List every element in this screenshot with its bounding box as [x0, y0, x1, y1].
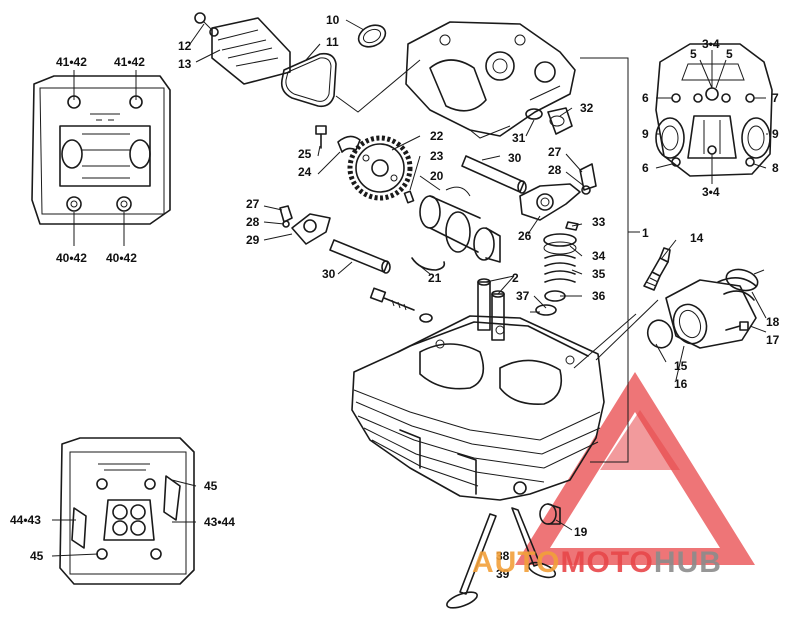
callout-6b: 6 — [642, 161, 649, 175]
callout-32: 32 — [580, 101, 594, 115]
bolt-17 — [725, 321, 749, 331]
callout-2: 2 — [512, 271, 519, 285]
callout-11: 11 — [326, 35, 339, 49]
callout-9a: 9 — [642, 127, 649, 141]
callout-labels: 12 13 10 11 32 31 22 23 20 25 24 30 27 2… — [10, 13, 780, 581]
callout-5a: 5 — [690, 47, 697, 61]
callout-12: 12 — [178, 39, 192, 53]
callout-4042b: 40•42 — [106, 251, 137, 265]
callout-34b: 3•4 — [702, 185, 720, 199]
callout-34: 34 — [592, 249, 606, 263]
watermark-triangle — [515, 372, 755, 565]
callout-30b: 30 — [322, 267, 336, 281]
callout-27a: 27 — [548, 145, 562, 159]
callout-33: 33 — [592, 215, 606, 229]
watermark-moto: MOTO — [560, 546, 653, 579]
callout-45b: 45 — [30, 549, 44, 563]
callout-26: 26 — [518, 229, 532, 243]
watermark-hub: HUB — [654, 546, 722, 579]
callout-4142b: 41•42 — [114, 55, 145, 69]
callout-18: 18 — [766, 315, 780, 329]
callout-21: 21 — [428, 271, 442, 285]
watermark-logo — [515, 372, 755, 565]
cover-gasket — [280, 52, 337, 108]
callout-9b: 9 — [772, 127, 779, 141]
callout-36: 36 — [592, 289, 606, 303]
callout-31: 31 — [512, 131, 526, 145]
callout-14: 14 — [690, 231, 704, 245]
callout-4042a: 40•42 — [56, 251, 87, 265]
callout-6a: 6 — [642, 91, 649, 105]
inset-head-bottom-view — [51, 437, 197, 585]
callout-23: 23 — [430, 149, 444, 163]
rocker-arm-26 — [519, 183, 581, 221]
callout-19: 19 — [574, 525, 588, 539]
callout-24: 24 — [298, 165, 312, 179]
callout-4443: 44•43 — [10, 513, 41, 527]
callout-4344: 43•44 — [204, 515, 235, 529]
valve-guides — [477, 278, 505, 341]
callout-5b: 5 — [726, 47, 733, 61]
spark-plug — [643, 247, 671, 291]
callout-37: 37 — [516, 289, 530, 303]
valve-cover — [194, 12, 291, 85]
callout-28b: 28 — [246, 215, 260, 229]
cylinder-head — [351, 315, 605, 501]
valve-spring-assembly — [530, 221, 579, 316]
circlip-21 — [411, 257, 446, 271]
callout-38: 38 — [496, 549, 510, 563]
callout-17: 17 — [766, 333, 780, 347]
valve-38 — [446, 513, 497, 609]
callout-30a: 30 — [508, 151, 522, 165]
callout-45a: 45 — [204, 479, 218, 493]
callout-25: 25 — [298, 147, 312, 161]
callout-27b: 27 — [246, 197, 260, 211]
valve-39 — [511, 507, 557, 579]
callout-1: 1 — [642, 226, 649, 240]
clamp-18 — [725, 268, 765, 292]
svg-text:AUTOMOTOHUB: AUTOMOTOHUB — [472, 546, 722, 579]
watermark-auto: AUTO — [472, 546, 560, 579]
head-bolt — [369, 287, 433, 323]
rocker-shaft-30a — [461, 155, 527, 194]
callout-16: 16 — [674, 377, 688, 391]
callout-8: 8 — [772, 161, 779, 175]
callout-34a: 3•4 — [702, 37, 720, 51]
callout-10: 10 — [326, 13, 340, 27]
leader-lines — [189, 19, 767, 531]
callout-35: 35 — [592, 267, 606, 281]
cam-sprocket — [347, 135, 413, 201]
inset-head-top-view — [655, 43, 773, 184]
tensioner-guide-24 — [337, 135, 361, 153]
pin-23 — [403, 190, 415, 204]
bolt-25 — [315, 125, 327, 149]
adjust-screw-27-28-right — [579, 163, 597, 195]
plug-32 — [547, 107, 573, 135]
watermark-text: AUTOMOTOHUB — [472, 546, 722, 579]
rocker-arm-29 — [279, 205, 331, 245]
inset-head-rockers-view — [31, 70, 171, 246]
callout-22: 22 — [430, 129, 444, 143]
callout-4142a: 41•42 — [56, 55, 87, 69]
oring-10 — [357, 24, 387, 48]
camshaft — [419, 186, 501, 263]
callout-15: 15 — [674, 359, 688, 373]
rocker-shaft-30b — [329, 239, 391, 274]
oring-15 — [646, 319, 674, 349]
callout-7: 7 — [772, 91, 779, 105]
callout-39: 39 — [496, 567, 510, 581]
callout-13: 13 — [178, 57, 192, 71]
cam-holder — [405, 21, 576, 139]
callout-29: 29 — [246, 233, 260, 247]
washer-31 — [525, 108, 543, 120]
intake-boot — [665, 277, 757, 349]
callout-20: 20 — [430, 169, 444, 183]
plug-19 — [539, 503, 561, 525]
callout-28a: 28 — [548, 163, 562, 177]
